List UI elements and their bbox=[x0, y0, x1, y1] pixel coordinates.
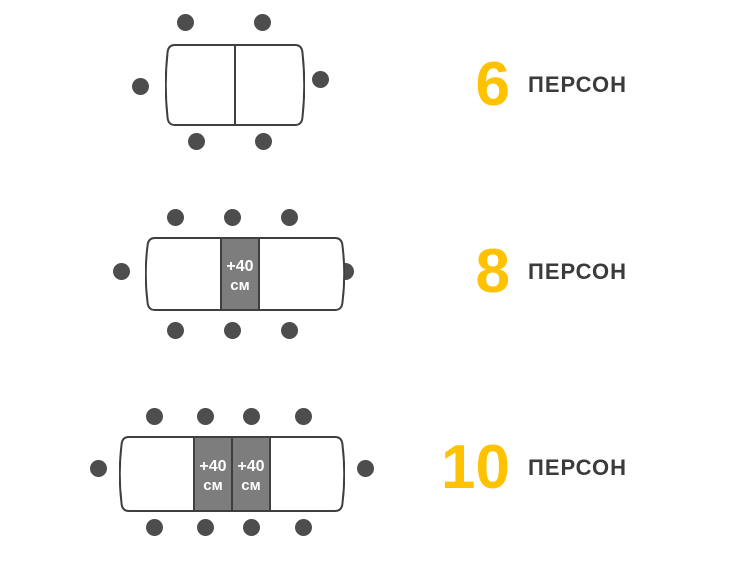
seat-dot bbox=[295, 519, 312, 536]
seat-dot bbox=[224, 209, 241, 226]
capacity-caption-6: 6 ПЕРСОН bbox=[432, 50, 627, 120]
capacity-label: ПЕРСОН bbox=[528, 72, 627, 97]
seat-dot bbox=[132, 78, 149, 95]
seat-dot bbox=[254, 14, 271, 31]
seat-dot bbox=[197, 519, 214, 536]
seat-dot bbox=[281, 209, 298, 226]
seat-dot bbox=[295, 408, 312, 425]
seat-dot bbox=[243, 519, 260, 536]
seat-dot bbox=[224, 322, 241, 339]
extension-leaf-unit: см bbox=[203, 477, 222, 494]
seat-dot bbox=[146, 519, 163, 536]
capacity-number: 8 bbox=[475, 237, 510, 306]
capacity-number: 10 bbox=[441, 433, 510, 502]
capacity-number: 6 bbox=[475, 50, 510, 119]
seat-dot bbox=[177, 14, 194, 31]
extension-leaf-size: +40 bbox=[226, 258, 253, 275]
seat-dot bbox=[312, 71, 329, 88]
extension-leaf-size: +40 bbox=[199, 458, 226, 475]
seat-dot bbox=[146, 408, 163, 425]
seat-dot bbox=[188, 133, 205, 150]
seat-dot bbox=[255, 133, 272, 150]
extension-leaf bbox=[220, 237, 260, 311]
capacity-label: ПЕРСОН bbox=[528, 259, 627, 284]
seat-dot bbox=[167, 322, 184, 339]
capacity-caption-8: 8 ПЕРСОН bbox=[432, 237, 627, 307]
extension-leaf-size: +40 bbox=[237, 458, 264, 475]
table-diagram-6 bbox=[165, 44, 305, 126]
capacity-caption-10: 10 ПЕРСОН bbox=[432, 433, 627, 503]
seat-dot bbox=[113, 263, 130, 280]
seat-dot bbox=[281, 322, 298, 339]
seat-dot bbox=[167, 209, 184, 226]
seat-dot bbox=[243, 408, 260, 425]
table-diagram-8: +40 см bbox=[145, 237, 345, 311]
extension-leaf-unit: см bbox=[241, 477, 260, 494]
seat-dot bbox=[197, 408, 214, 425]
extension-leaf-unit: см bbox=[230, 277, 249, 294]
seat-dot bbox=[90, 460, 107, 477]
extension-leaf bbox=[193, 436, 233, 512]
table-diagram-10: +40 см +40 см bbox=[119, 436, 345, 512]
capacity-label: ПЕРСОН bbox=[528, 455, 627, 480]
extension-leaf bbox=[231, 436, 271, 512]
seat-dot bbox=[357, 460, 374, 477]
